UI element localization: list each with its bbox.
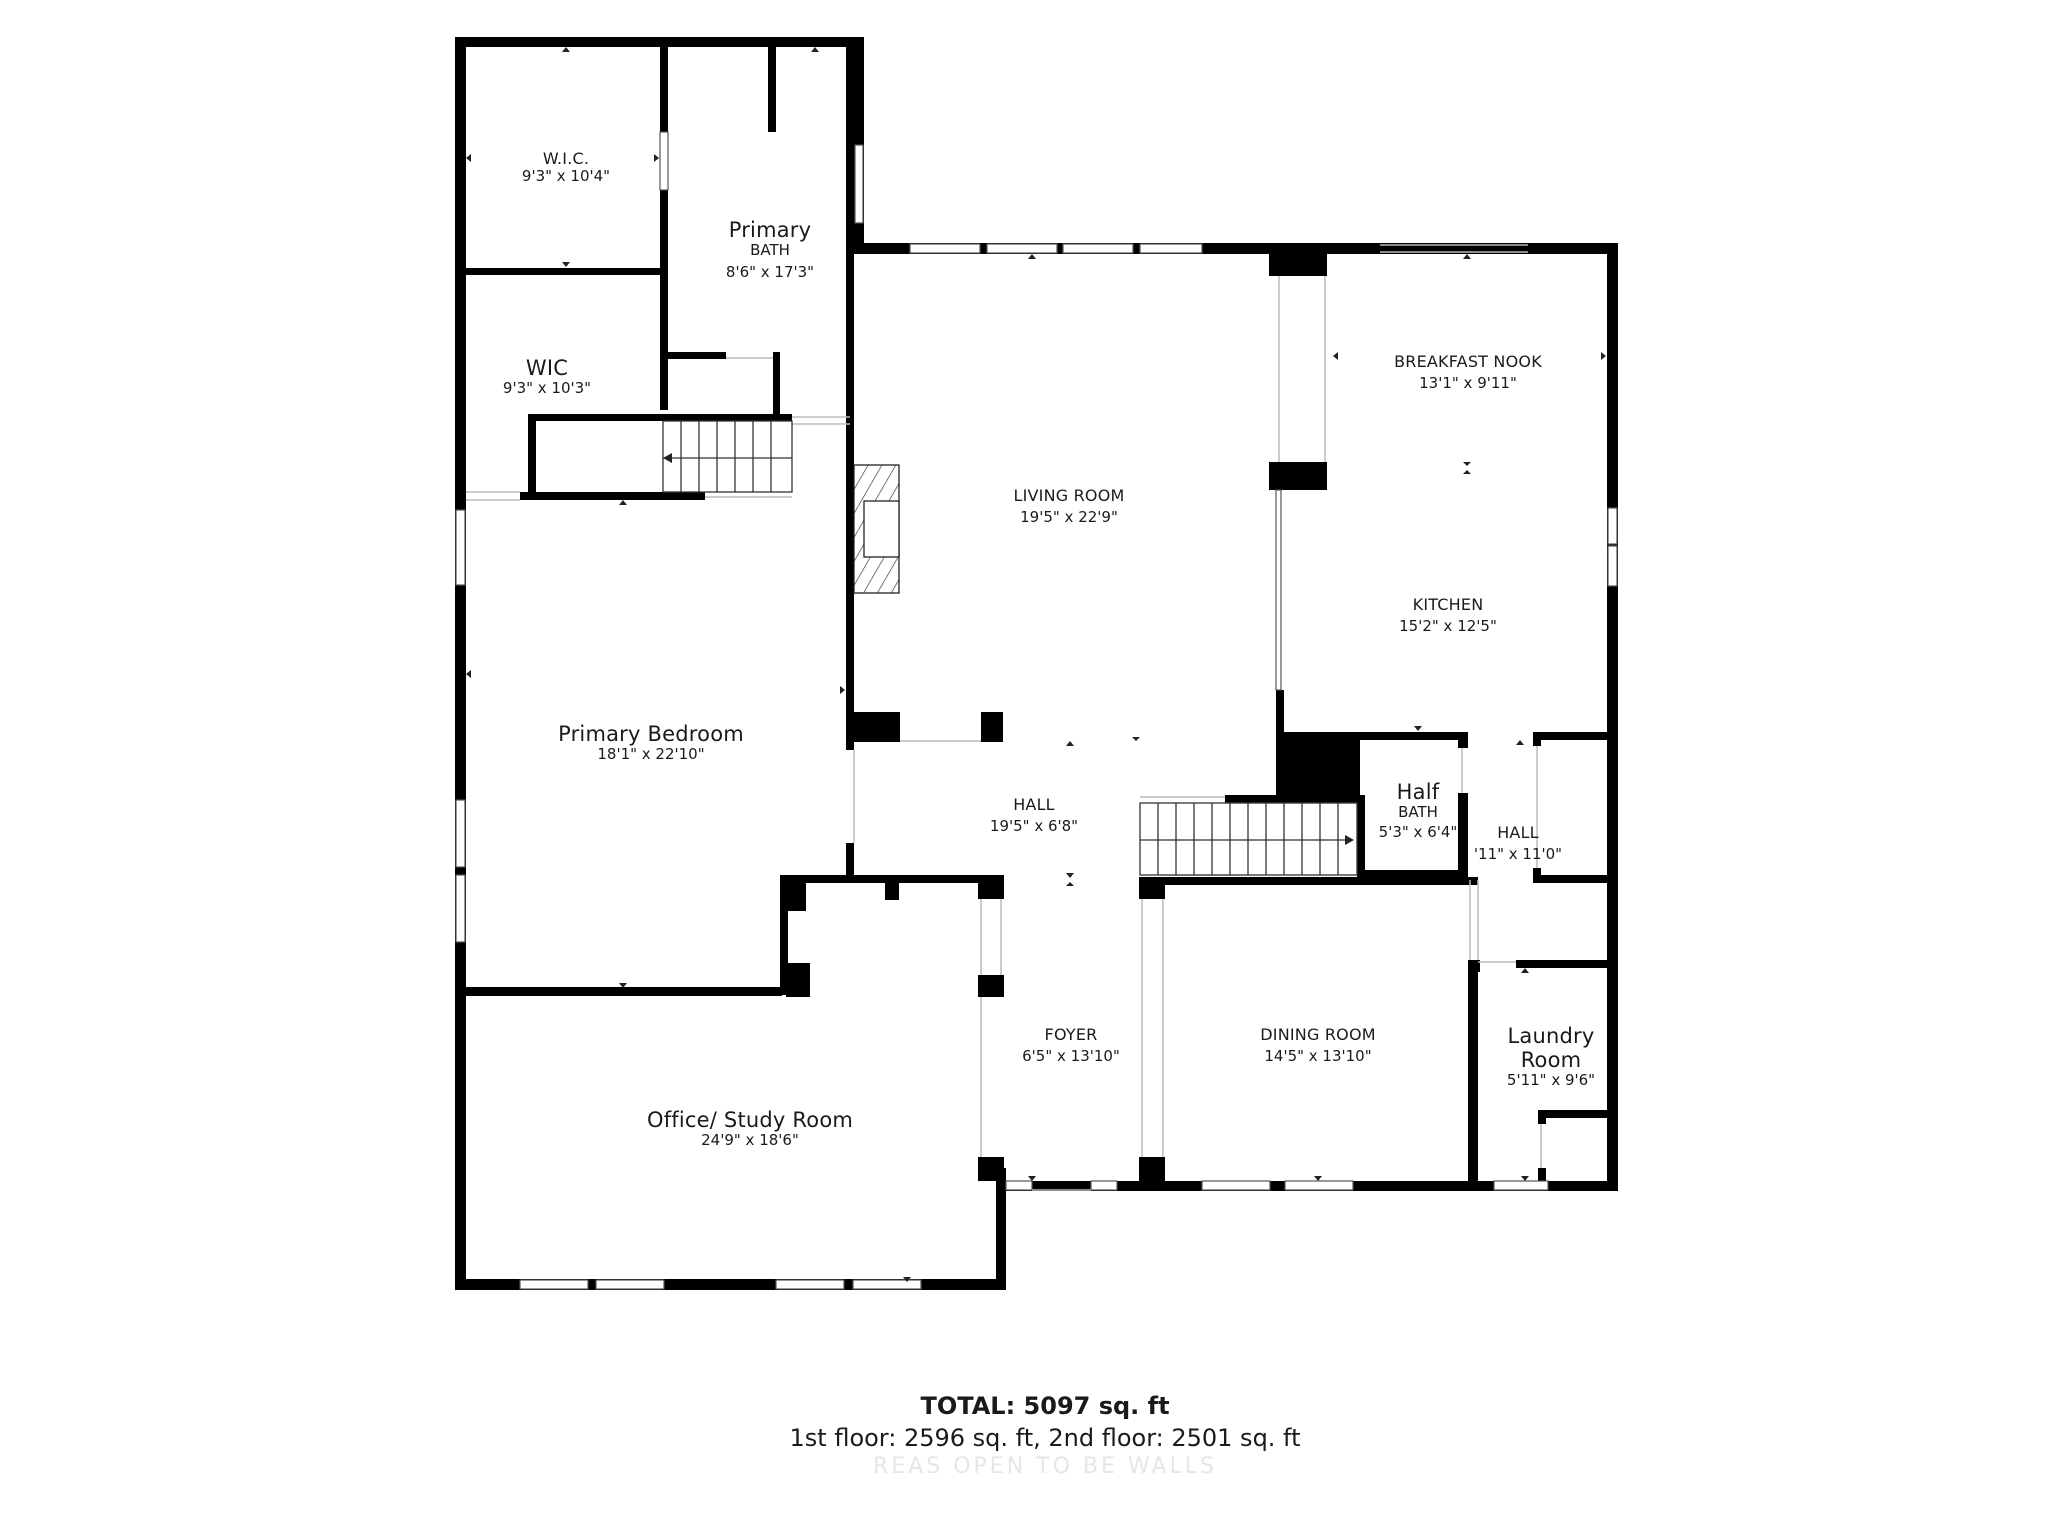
room-name: KITCHEN xyxy=(1412,595,1484,614)
room-name: Primary xyxy=(728,218,812,242)
room-name: Half xyxy=(1396,780,1440,804)
room-name: DINING ROOM xyxy=(1260,1025,1376,1044)
room-dimensions: 5'3" x 6'4" xyxy=(1378,823,1458,842)
windows xyxy=(455,131,1618,1290)
interior-walls xyxy=(460,42,1613,1191)
room-name: FOYER xyxy=(1044,1025,1098,1044)
room-dining-room: DINING ROOM 14'5" x 13'10" xyxy=(1260,1025,1376,1066)
floor-areas: 1st floor: 2596 sq. ft, 2nd floor: 2501 … xyxy=(789,1424,1301,1452)
room-primary-bedroom: Primary Bedroom 18'1" x 22'10" xyxy=(558,722,744,763)
room-subtitle: BATH xyxy=(750,241,790,260)
room-dimensions: 13'1" x 9'11" xyxy=(1419,374,1517,393)
room-dimensions: 19'5" x 6'8" xyxy=(989,817,1079,836)
room-dimensions: 9'3" x 10'4" xyxy=(521,167,611,186)
faded-disclaimer: REAS OPEN TO BE WALLS xyxy=(873,1454,1217,1479)
dimension-markers xyxy=(466,47,1606,1282)
room-hall-right: HALL '11" x 11'0" xyxy=(1473,823,1563,864)
room-primary-bath: Primary BATH 8'6" x 17'3" xyxy=(726,218,814,282)
room-name: Laundry xyxy=(1507,1024,1595,1048)
room-living-room: LIVING ROOM 19'5" x 22'9" xyxy=(1013,486,1125,527)
room-foyer: FOYER 6'5" x 13'10" xyxy=(1022,1025,1120,1066)
room-dimensions: 15'2" x 12'5" xyxy=(1399,617,1497,636)
room-dimensions: 24'9" x 18'6" xyxy=(701,1131,799,1150)
room-dimensions: 18'1" x 22'10" xyxy=(597,745,705,764)
room-name: Primary Bedroom xyxy=(558,722,744,746)
room-name: HALL xyxy=(1013,795,1055,814)
upper-staircase xyxy=(662,420,793,493)
fireplace xyxy=(853,464,900,594)
room-name: W.I.C. xyxy=(542,149,590,168)
room-half-bath: Half BATH 5'3" x 6'4" xyxy=(1379,780,1458,842)
room-name: LIVING ROOM xyxy=(1013,486,1125,505)
area-totals: TOTAL: 5097 sq. ft 1st floor: 2596 sq. f… xyxy=(790,1392,1301,1479)
room-name: BREAKFAST NOOK xyxy=(1394,352,1542,371)
room-office: Office/ Study Room 24'9" x 18'6" xyxy=(647,1108,853,1149)
exterior-walls xyxy=(455,37,1618,1290)
room-name: WIC xyxy=(525,356,569,380)
room-laundry: Laundry Room 5'11" x 9'6" xyxy=(1507,1024,1595,1090)
room-subtitle: BATH xyxy=(1398,803,1438,822)
room-wic-lower: WIC 9'3" x 10'3" xyxy=(503,356,591,397)
room-dimensions: 6'5" x 13'10" xyxy=(1022,1047,1120,1066)
openings xyxy=(466,244,1542,1168)
room-hall-center: HALL 19'5" x 6'8" xyxy=(989,795,1079,836)
room-dimensions: 9'3" x 10'3" xyxy=(502,379,592,398)
lower-staircase xyxy=(1139,802,1358,876)
room-breakfast-nook: BREAKFAST NOOK 13'1" x 9'11" xyxy=(1394,352,1542,393)
room-wic-upper: W.I.C. 9'3" x 10'4" xyxy=(521,149,611,186)
room-dimensions: 14'5" x 13'10" xyxy=(1264,1047,1372,1066)
room-dimensions: 19'5" x 22'9" xyxy=(1020,508,1118,527)
total-area: TOTAL: 5097 sq. ft xyxy=(920,1392,1170,1420)
room-dimensions: 8'6" x 17'3" xyxy=(725,263,815,282)
room-kitchen: KITCHEN 15'2" x 12'5" xyxy=(1399,595,1497,636)
room-subtitle: Room xyxy=(1520,1048,1582,1073)
room-name: HALL xyxy=(1497,823,1539,842)
room-name: Office/ Study Room xyxy=(646,1108,854,1132)
room-dimensions: '11" x 11'0" xyxy=(1473,845,1563,864)
room-dimensions: 5'11" x 9'6" xyxy=(1506,1071,1596,1090)
